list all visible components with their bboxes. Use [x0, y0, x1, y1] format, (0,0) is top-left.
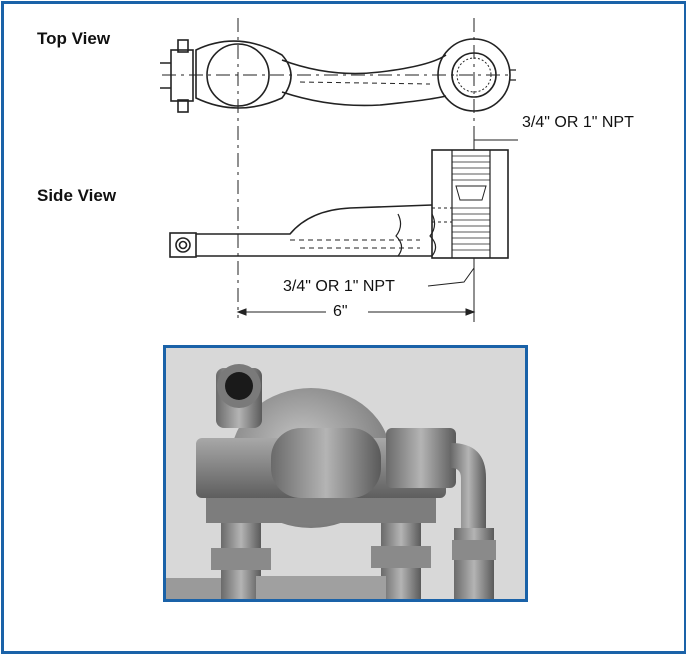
side-view-arm [169, 139, 518, 287]
center-lines [162, 18, 510, 318]
top-view-label: Top View [37, 29, 111, 48]
length-label: 6" [333, 303, 348, 321]
assembly-photo-frame [163, 345, 528, 602]
top-npt-label: 3/4" OR 1" NPT [522, 114, 634, 132]
side-view-label: Side View [37, 186, 117, 205]
length-dimension [236, 262, 476, 322]
bottom-npt-label: 3/4" OR 1" NPT [283, 278, 395, 296]
regulator-assembly-photo [166, 348, 525, 599]
